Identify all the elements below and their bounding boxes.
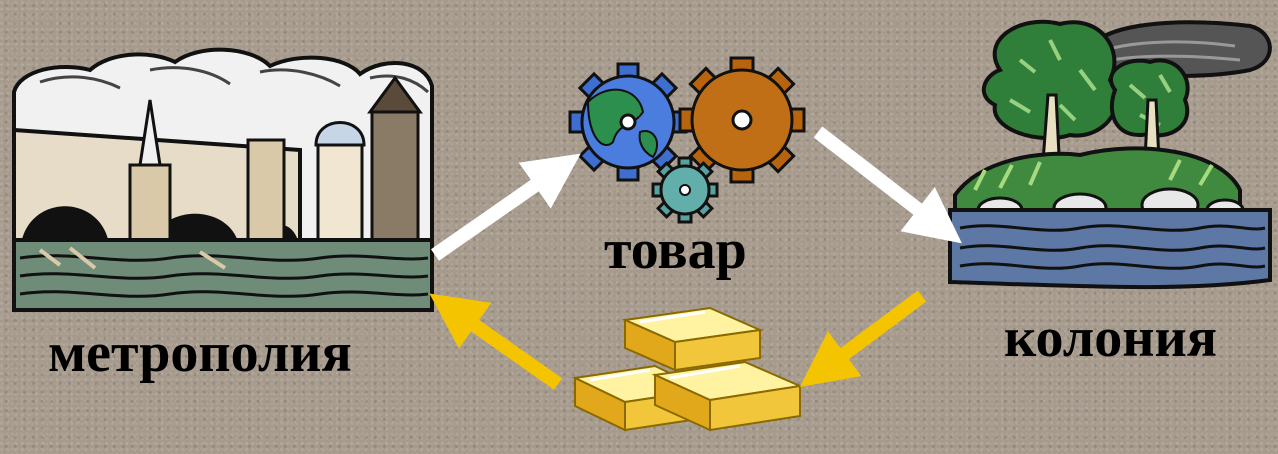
- goods-label: товар: [604, 219, 747, 281]
- colony-label: колония: [1004, 307, 1218, 369]
- metropolis-label: метрополия: [48, 322, 352, 384]
- goods-arrow-to-gears: [431, 153, 581, 261]
- gold-arrow-from-colony: [799, 290, 927, 388]
- island-trees-icon: [948, 19, 1272, 290]
- gold-arrow-to-metropolis: [429, 293, 563, 390]
- goods-arrow-to-colony: [813, 126, 962, 244]
- city-bridge-icon: [12, 47, 434, 312]
- gears-icon: [568, 56, 806, 224]
- gold-bars-icon: [571, 306, 804, 432]
